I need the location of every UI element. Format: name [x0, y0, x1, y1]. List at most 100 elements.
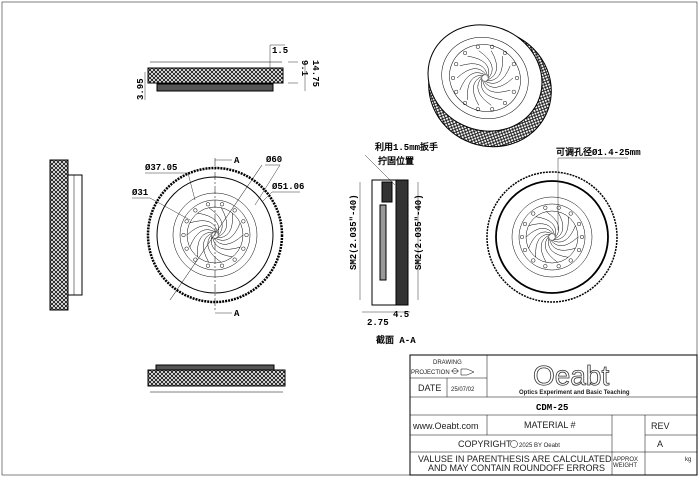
- weight-label: WEIGHT: [613, 463, 637, 469]
- iris-blade: [485, 56, 503, 82]
- copyright-icon: [510, 440, 518, 448]
- iris-blade: [528, 231, 553, 249]
- edge-view: [49, 159, 83, 311]
- iris-blade: [553, 211, 564, 240]
- dia-37-05: Ø37.05: [145, 163, 177, 173]
- iris-blade: [459, 72, 486, 91]
- drawing-label: DRAWING: [433, 360, 462, 366]
- logo-tagline: Optics Experiment and Basic Teaching: [519, 390, 630, 396]
- date-value: 25/07/02: [451, 387, 475, 393]
- title-block: DRAWING PROJECTION DATE 25/07/02 Oeabt O…: [409, 354, 698, 476]
- screw-hole: [531, 211, 536, 216]
- screw-hole: [193, 257, 198, 262]
- iris-blade: [210, 235, 233, 258]
- iris-blade: [486, 50, 497, 81]
- iris-blade: [197, 231, 215, 257]
- screw-hole: [490, 107, 495, 112]
- front-view: A A Ø37.05 Ø60 Ø31 Ø51.06: [132, 155, 304, 319]
- iris-blade: [548, 237, 569, 258]
- screw-hole: [543, 205, 548, 210]
- iris-blade: [212, 236, 241, 250]
- screw-hole: [462, 100, 468, 106]
- screw-hole: [514, 75, 520, 81]
- section-note-line2: 拧固位置: [378, 155, 414, 167]
- iris-blade: [214, 222, 241, 241]
- iris-blade: [480, 78, 503, 101]
- section-view: 利用1.5mm扳手 拧固位置 SM2(2.035"-40) SM2(2.035"…: [349, 141, 438, 346]
- screw-hole: [241, 219, 246, 224]
- screw-hole: [576, 221, 582, 227]
- screw-hole: [519, 234, 525, 240]
- dim-4-5: 4.5: [393, 310, 409, 320]
- iris-blade: [208, 207, 223, 237]
- iris-blades: [450, 44, 520, 112]
- screw-hole: [502, 100, 508, 106]
- screw-hole: [193, 208, 198, 213]
- iris-blade: [484, 65, 511, 84]
- dia-51-06: Ø51.06: [272, 182, 304, 192]
- section-caption: 截面 A-A: [376, 334, 416, 346]
- iris-blade: [207, 233, 222, 263]
- iris-blade: [203, 232, 214, 263]
- section-note-line1: 利用1.5mm扳手: [374, 141, 438, 153]
- aperture-note: 可调孔径Ø1.4-25mm: [556, 146, 641, 158]
- iris-blade: [478, 50, 493, 80]
- screw-hole: [490, 44, 495, 49]
- iris-blade: [197, 212, 220, 235]
- iris-blade: [473, 75, 484, 106]
- screw-hole: [184, 219, 189, 224]
- top-side-view: 1.5 9.1 14.75 3.95: [136, 44, 320, 100]
- iris-blade: [552, 216, 569, 241]
- iris-blade: [215, 213, 233, 239]
- screw-hole: [219, 263, 225, 268]
- section-mark-top: A: [234, 156, 240, 166]
- projection-label: PROJECTION: [411, 370, 450, 376]
- knurled-ring: [147, 67, 284, 84]
- dia-60: Ø60: [266, 155, 282, 165]
- screw-hole: [556, 264, 561, 269]
- rev-value: A: [657, 439, 663, 449]
- iris-blade: [467, 74, 485, 100]
- iris-blade: [535, 233, 552, 258]
- logo: Oeabt: [533, 360, 609, 391]
- screw-hole: [241, 246, 246, 251]
- screw-hole: [522, 247, 528, 253]
- projection-symbol-icon: [451, 368, 475, 376]
- iris-blade: [550, 236, 579, 246]
- iris-blade: [483, 77, 514, 88]
- thread-right: SM2(2.035"-40): [414, 194, 424, 270]
- screw-hole: [450, 75, 456, 81]
- website: www.Oeabt.com: [412, 421, 479, 431]
- iris-blade: [540, 234, 551, 263]
- isometric-view: [427, 24, 552, 148]
- iris-blade: [189, 229, 216, 248]
- screw-hole: [454, 89, 459, 94]
- screw-hole: [511, 62, 516, 67]
- note-line2: AND MAY CONTAIN ROUNDOFF ERRORS: [428, 463, 605, 473]
- thread-left: SM2(2.035"-40): [349, 194, 359, 270]
- screw-hole: [244, 232, 249, 238]
- iris-blade: [482, 79, 511, 93]
- dia-31: Ø31: [132, 188, 149, 198]
- iris-blade: [549, 238, 576, 251]
- screw-hole: [576, 247, 582, 253]
- dim-1-5: 1.5: [272, 46, 288, 56]
- iris-blade: [525, 228, 554, 238]
- screw-hole: [232, 208, 237, 213]
- screw-hole: [205, 202, 211, 207]
- dim-9-1: 9.1: [299, 60, 309, 77]
- approx-label: APPROX: [613, 457, 638, 463]
- screw-hole: [462, 50, 468, 56]
- date-label: DATE: [418, 383, 441, 393]
- rev-label: REV: [651, 421, 670, 431]
- iris-blade: [551, 225, 576, 243]
- iris-blades: [519, 205, 585, 269]
- rear-view: 可调孔径Ø1.4-25mm: [486, 146, 641, 303]
- part-number: CDM-25: [536, 403, 568, 413]
- iris-blade: [535, 216, 556, 237]
- screw-hole: [184, 246, 189, 251]
- bottom-side-view: [147, 364, 286, 393]
- iris-blade: [528, 223, 555, 236]
